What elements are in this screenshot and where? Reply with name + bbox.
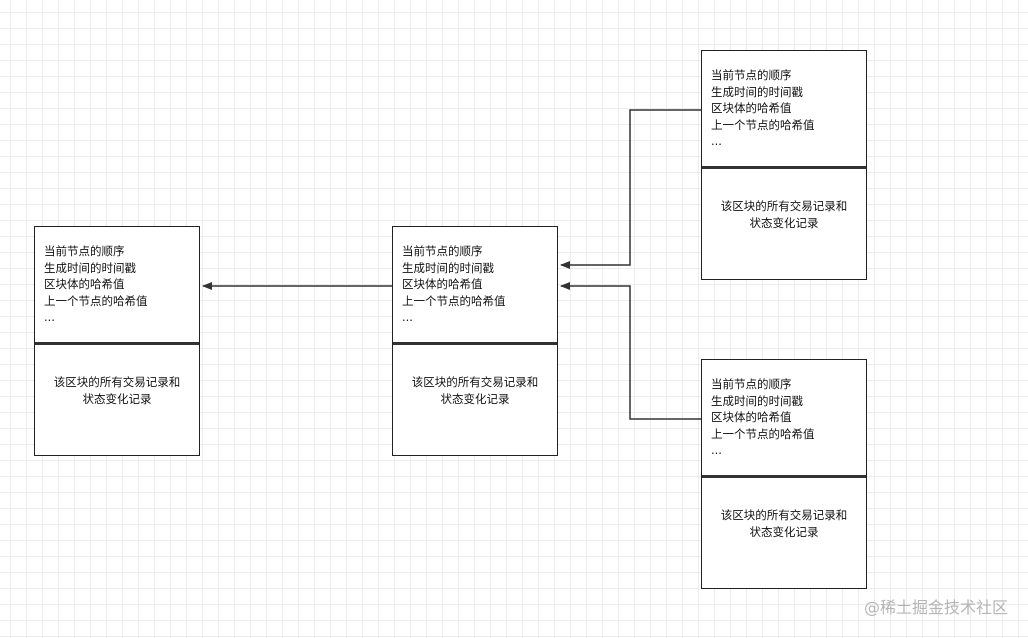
header-line: 区块体的哈希值	[711, 101, 792, 116]
block-header: 当前节点的顺序 生成时间的时间戳 区块体的哈希值 上一个节点的哈希值 ...	[702, 360, 866, 478]
body-line: 该区块的所有交易记录和	[411, 375, 539, 389]
arrow-bottom-right-to-middle	[560, 282, 701, 420]
header-line: 区块体的哈希值	[711, 410, 792, 425]
header-line: 当前节点的顺序	[711, 68, 792, 82]
body-line: 状态变化记录	[749, 216, 819, 230]
watermark: @稀土掘金技术社区	[863, 598, 1008, 617]
body-line: 该区块的所有交易记录和	[53, 375, 181, 389]
block-body: 该区块的所有交易记录和 状态变化记录	[702, 478, 866, 586]
header-line: 生成时间的时间戳	[711, 84, 803, 99]
block-left: 当前节点的顺序 生成时间的时间戳 区块体的哈希值 上一个节点的哈希值 ... 该…	[34, 226, 200, 456]
header-line: 生成时间的时间戳	[44, 260, 136, 275]
block-header: 当前节点的顺序 生成时间的时间戳 区块体的哈希值 上一个节点的哈希值 ...	[35, 227, 199, 345]
block-header: 当前节点的顺序 生成时间的时间戳 区块体的哈希值 上一个节点的哈希值 ...	[702, 51, 866, 169]
header-line: 生成时间的时间戳	[711, 393, 803, 408]
body-line: 状态变化记录	[440, 392, 510, 406]
header-line: ...	[44, 310, 55, 325]
header-line: 上一个节点的哈希值	[711, 426, 815, 441]
block-body: 该区块的所有交易记录和 状态变化记录	[35, 345, 199, 453]
body-line: 该区块的所有交易记录和	[720, 508, 848, 522]
header-line: ...	[402, 310, 413, 325]
block-bottom-right: 当前节点的顺序 生成时间的时间戳 区块体的哈希值 上一个节点的哈希值 ... 该…	[701, 359, 867, 589]
header-line: 当前节点的顺序	[44, 244, 125, 258]
block-top-right: 当前节点的顺序 生成时间的时间戳 区块体的哈希值 上一个节点的哈希值 ... 该…	[701, 50, 867, 280]
block-body: 该区块的所有交易记录和 状态变化记录	[393, 345, 557, 453]
body-line: 状态变化记录	[82, 392, 152, 406]
body-line: 状态变化记录	[749, 525, 819, 539]
header-line: 区块体的哈希值	[402, 277, 483, 292]
header-line: 生成时间的时间戳	[402, 260, 494, 275]
header-line: 上一个节点的哈希值	[402, 293, 506, 308]
block-body: 该区块的所有交易记录和 状态变化记录	[702, 169, 866, 277]
block-header: 当前节点的顺序 生成时间的时间戳 区块体的哈希值 上一个节点的哈希值 ...	[393, 227, 557, 345]
header-line: ...	[711, 134, 722, 149]
arrow-top-right-to-middle	[560, 109, 701, 269]
header-line: ...	[711, 443, 722, 458]
block-middle: 当前节点的顺序 生成时间的时间戳 区块体的哈希值 上一个节点的哈希值 ... 该…	[392, 226, 558, 456]
header-line: 当前节点的顺序	[402, 244, 483, 258]
body-line: 该区块的所有交易记录和	[720, 199, 848, 213]
header-line: 区块体的哈希值	[44, 277, 125, 292]
header-line: 上一个节点的哈希值	[711, 117, 815, 132]
header-line: 当前节点的顺序	[711, 377, 792, 391]
header-line: 上一个节点的哈希值	[44, 293, 148, 308]
